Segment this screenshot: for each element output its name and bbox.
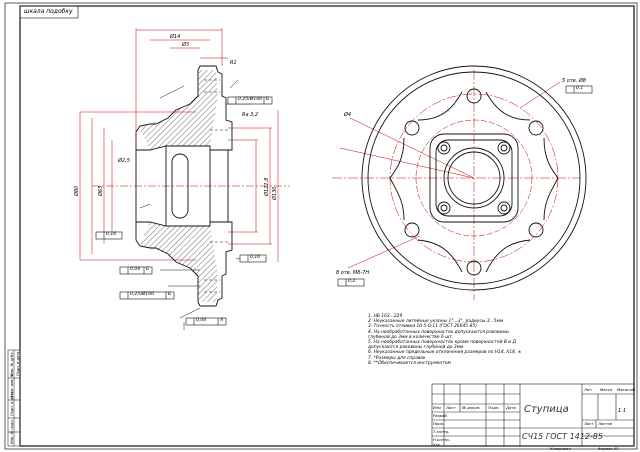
part-name: Ступица	[524, 404, 569, 415]
outer-frame	[4, 2, 638, 450]
tb-scale: Масштаб	[617, 387, 636, 392]
fcf-runout-top: 0,25/Ø100	[238, 97, 263, 102]
front-dimensions	[79, 28, 279, 262]
fcf-datum-b-top: Б	[266, 97, 270, 102]
hub-bore-inner	[447, 151, 501, 205]
note-4: 4. На необработанных поверхностях допуск…	[368, 329, 509, 335]
topleft-tag-box	[19, 5, 79, 19]
fcf-flat2: 0,16	[250, 255, 261, 260]
section-hatching	[140, 70, 218, 302]
note-5: глубиной до 3мм в количестве 6 шт.	[368, 334, 454, 340]
fcf-flat1: 0,16	[106, 232, 117, 237]
tb-role-utv: Утв.	[433, 442, 441, 447]
fcf-perp: 0,04	[130, 267, 141, 272]
note-2: 2. Неуказанные литейные уклоны 1°...3°, …	[368, 319, 504, 325]
strip-podp2: Подп. и дата	[16, 351, 20, 376]
tb-mass: Масса	[600, 387, 613, 392]
side-holes: 5 отв. Ø8	[562, 78, 586, 84]
title-block	[431, 383, 635, 447]
note-3: 3. Точность отливки 10-5-0-11 (ГОСТ 2664…	[368, 324, 477, 330]
fcf-front	[95, 96, 273, 326]
tb-role-tkontr: Т.контр.	[433, 429, 450, 434]
dim-r-top: R1	[230, 60, 237, 66]
tb-col-podp: Подп.	[488, 405, 500, 410]
side-bottom-pos: 0,2	[348, 279, 356, 284]
tb-col-list: Лист	[446, 405, 456, 410]
tb-lists: Листов	[598, 421, 613, 426]
note-7: допускаются раковины глубиной до 3мм	[368, 345, 464, 351]
tb-role-nkontr: Н.контр.	[433, 437, 450, 442]
tb-role-razrab: Разраб.	[433, 413, 448, 418]
side-pcd: Ø4	[344, 112, 352, 118]
topleft-tag: шкала подобку	[24, 8, 73, 15]
side-strip	[7, 349, 21, 447]
tb-copied: Копировал	[550, 447, 571, 451]
dim-spline: Ø122,8	[264, 177, 270, 196]
side-holes-pos: 0,1	[576, 86, 584, 91]
dim-left1: Ø80	[74, 185, 80, 196]
dim-ra: Ra 3,2	[242, 112, 259, 118]
fcf-datum-b: Б	[146, 267, 150, 272]
dim-top2: Ø3	[182, 42, 190, 48]
note-8: 6. Неуказанные предельные отклонения раз…	[368, 350, 522, 356]
inner-frame	[19, 5, 635, 447]
dim-bore: Ø65	[98, 185, 104, 196]
dim-small: Ø2,5	[118, 158, 130, 164]
tb-col-izm: Изм	[433, 405, 441, 410]
flange-outer	[361, 65, 587, 291]
material: СЧ15 ГОСТ 1412-85	[522, 432, 603, 441]
tb-role-prov: Пров.	[433, 421, 445, 426]
dim-top1: Ø14	[170, 34, 181, 40]
fcf-bottom: 0,04	[196, 318, 207, 323]
tb-lit: Лит.	[584, 387, 593, 392]
technical-notes: 1. НВ 163...229 2. Неуказанные литейные …	[368, 314, 521, 366]
fcf-side	[337, 85, 593, 287]
fcf-datum-b-bottom: Б	[168, 292, 172, 297]
note-9: 7. *Размеры для справок	[368, 355, 426, 361]
strip-vzam: Взам. инв. №	[10, 373, 14, 398]
hub-bore-outer	[443, 147, 505, 209]
fcf-runout-bottom: 0,25/Ø100	[130, 292, 155, 297]
tb-format: Формат А3	[598, 447, 619, 451]
fcf-datum-a: A	[220, 318, 224, 323]
note-10: 8. **Обеспечивается инструментом	[368, 360, 451, 366]
side-view	[332, 65, 587, 300]
tb-col-data: Дата	[506, 405, 516, 410]
tb-list: Лист	[584, 421, 594, 426]
note-6: 5. На необработанных поверхностях кроме …	[368, 340, 516, 346]
note-1: 1. НВ 163...229	[368, 314, 403, 319]
strip-inv-podl: Инв. № подл.	[10, 419, 14, 444]
side-bottom-holes: 8 отв. M8-7H	[336, 270, 370, 276]
dim-big: Ø130	[272, 186, 278, 200]
tb-sheet: 1:1	[618, 408, 627, 414]
tb-col-doc: № докум.	[462, 405, 481, 410]
